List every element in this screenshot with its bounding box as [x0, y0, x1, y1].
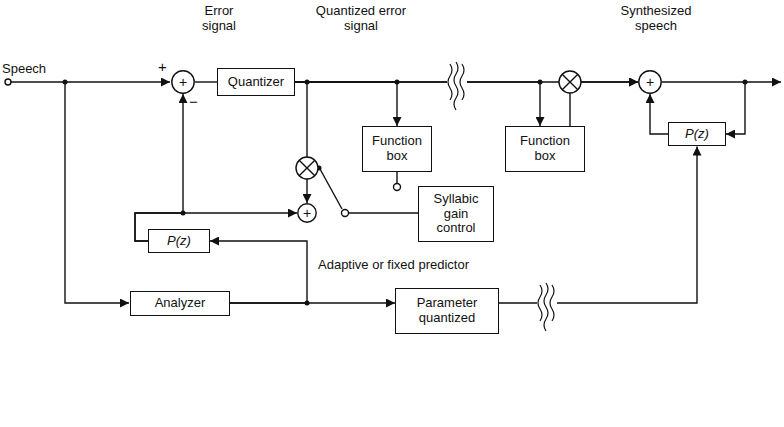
predictor-box: P(z) [148, 229, 210, 254]
signal-connector [230, 302, 395, 303]
output-label: Synthesized speech [606, 4, 706, 34]
input-wire [11, 81, 170, 82]
sign-text: + [646, 74, 654, 90]
channel-symbol [447, 62, 467, 110]
quantizer-box: Quantizer [217, 68, 295, 96]
summing-junction: + [297, 203, 317, 223]
junction-dots [63, 80, 748, 306]
box-text: Syllabic gain control [424, 192, 488, 237]
input-label: Speech [2, 62, 46, 77]
box-text: Function box [368, 134, 426, 164]
signal-connector [295, 82, 540, 126]
signal-connector [570, 82, 638, 126]
switch-contact [394, 184, 401, 191]
box-text: P(z) [685, 127, 709, 142]
signal-connector [650, 94, 668, 134]
function-box: Function box [362, 126, 432, 172]
input-wire [65, 82, 129, 303]
quantizer-box: Parameter quantized [395, 288, 499, 334]
sign-label: + [158, 58, 167, 75]
switch-wire [349, 212, 419, 213]
switch-lever [320, 169, 342, 209]
multiplier-symbol [296, 157, 318, 179]
signal-connector [195, 81, 217, 82]
sign-text: + [179, 74, 187, 90]
summing-junction: + [171, 70, 195, 94]
signal-connector [135, 94, 183, 241]
box-text: P(z) [167, 234, 191, 249]
summing-junction: + [638, 70, 662, 94]
switch-wire [396, 172, 397, 184]
sign-label: − [189, 93, 198, 110]
switch-contact [342, 210, 349, 217]
gain-control-box: Syllabic gain control [418, 186, 494, 242]
sign-text: + [303, 205, 311, 221]
box-text: Function box [511, 134, 579, 164]
input-terminal [5, 79, 11, 85]
box-text: Quantizer [228, 75, 284, 90]
analyzer-box: Analyzer [130, 291, 230, 316]
box-text: Parameter quantized [401, 296, 493, 326]
multiplier-symbol [559, 71, 581, 93]
caption-label: Adaptive or fixed predictor [318, 258, 469, 273]
signal-connector [295, 82, 307, 203]
channel-symbol [537, 283, 557, 331]
signal-label: Error signal [193, 4, 245, 34]
predictor-box: P(z) [668, 122, 726, 147]
output-wire [745, 81, 781, 82]
signal-label: Quantized error signal [306, 4, 416, 34]
signal-connector [295, 82, 397, 126]
function-box: Function box [505, 126, 585, 172]
box-text: Analyzer [155, 296, 206, 311]
